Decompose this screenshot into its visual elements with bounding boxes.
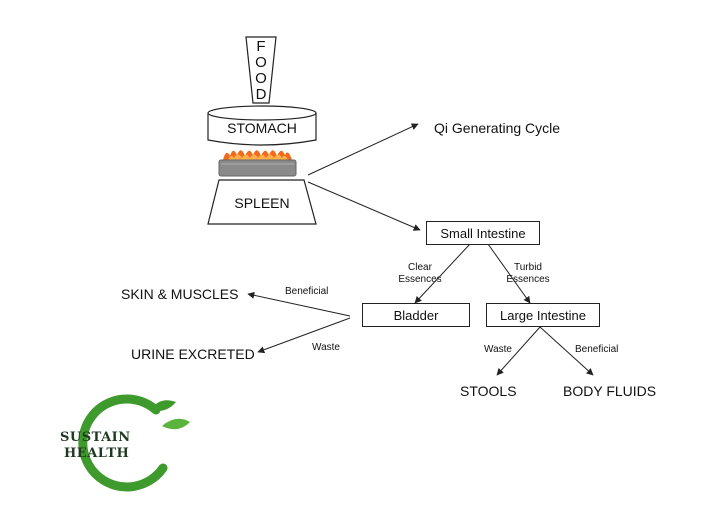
grill-plate (218, 159, 297, 177)
turbid-essences-label: Turbid Essences (504, 262, 552, 286)
spleen-vessel (207, 179, 317, 225)
fire-icon (223, 150, 292, 160)
bladder-beneficial-label: Beneficial (285, 286, 329, 297)
food-letter: D (255, 86, 267, 103)
food-letter: O (255, 54, 267, 71)
stomach-label: STOMACH (227, 120, 297, 136)
turbid-essences-line: Essences (506, 274, 550, 285)
large-intestine-box: Large Intestine (486, 303, 600, 327)
clear-essences-line: Clear (408, 262, 432, 273)
skin-muscles-label: SKIN & MUSCLES (121, 286, 239, 302)
clear-essences-line: Essences (398, 274, 442, 285)
logo-ring-icon (78, 394, 190, 492)
qi-cycle-label: Qi Generating Cycle (434, 120, 561, 136)
arrow-to-body-fluids (539, 326, 594, 376)
spleen-label: SPLEEN (234, 195, 290, 211)
large-waste-label: Waste (484, 344, 512, 355)
food-letter: O (255, 70, 267, 87)
small-intestine-box: Small Intestine (426, 221, 540, 245)
food-funnel (245, 36, 277, 104)
food-label: F O O D (246, 38, 276, 104)
bladder-box: Bladder (362, 303, 470, 327)
food-letter: F (256, 38, 266, 55)
arrow-to-stools (496, 326, 541, 376)
clear-essences-label: Clear Essences (396, 262, 444, 286)
arrow-to-skin (247, 291, 351, 317)
stools-label: STOOLS (460, 383, 517, 399)
arrow-to-qi (307, 123, 419, 176)
arrow-to-large-intestine (487, 243, 531, 304)
arrow-to-small-intestine (307, 181, 421, 231)
logo-line-1: SUSTAIN (60, 430, 131, 445)
large-beneficial-label: Beneficial (575, 344, 619, 355)
bladder-waste-label: Waste (312, 342, 340, 353)
stomach-vessel (207, 105, 317, 146)
arrow-to-urine (257, 317, 351, 354)
turbid-essences-line: Turbid (514, 262, 542, 273)
logo-line-2: HEALTH (64, 446, 130, 461)
body-fluids-label: BODY FLUIDS (563, 383, 657, 399)
urine-excreted-label: URINE EXCRETED (131, 346, 255, 362)
arrow-to-bladder (414, 243, 471, 304)
